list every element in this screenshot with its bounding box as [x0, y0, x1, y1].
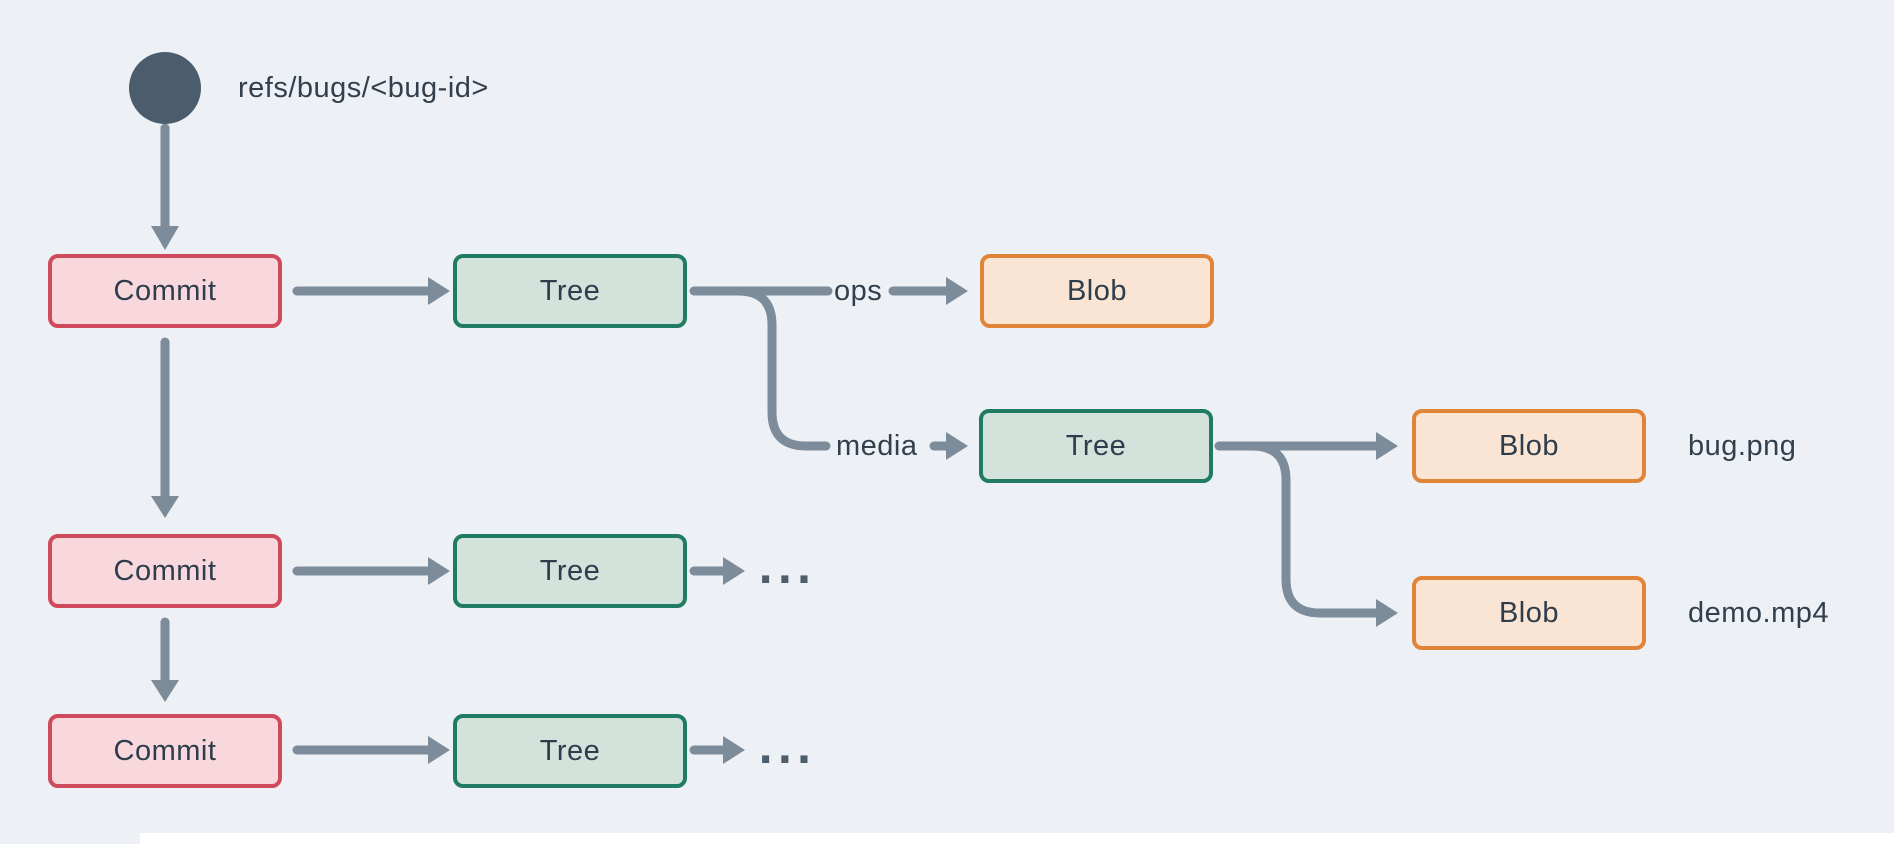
arrowhead-ref-to-commit1: [151, 226, 179, 250]
arrowhead-commit1-to-commit2: [151, 496, 179, 518]
arrowhead-tree2-to-dots: [723, 557, 745, 585]
blob-node-demo: Blob: [1412, 576, 1646, 650]
arrowhead-treemedia-to-demoblob: [1376, 599, 1398, 627]
tree-node-3: Tree: [453, 714, 687, 788]
arrowhead-commit3-to-tree3: [428, 736, 450, 764]
blob-node-bug: Blob: [1412, 409, 1646, 483]
ellipsis-after-tree2: ...: [758, 547, 816, 593]
arrowhead-commit1-to-tree1: [428, 277, 450, 305]
tree-node-media: Tree: [979, 409, 1213, 483]
arrowhead-treemedia-to-bugblob: [1376, 432, 1398, 460]
blob-node-ops: Blob: [980, 254, 1214, 328]
ref-label: refs/bugs/<bug-id>: [238, 72, 489, 104]
arrowhead-media-to-tree: [946, 432, 968, 460]
arrowhead-ops-to-blob: [946, 277, 968, 305]
file-label-demo-mp4: demo.mp4: [1688, 597, 1830, 629]
tree-node-1: Tree: [453, 254, 687, 328]
ref-circle: [129, 52, 201, 124]
arrowhead-tree3-to-dots: [723, 736, 745, 764]
edge-label-ops: ops: [834, 275, 883, 307]
commit-node-2: Commit: [48, 534, 282, 608]
commit-node-3: Commit: [48, 714, 282, 788]
ellipsis-after-tree3: ...: [758, 727, 816, 773]
branch-tree1-to-media: [733, 286, 831, 451]
file-label-bug-png: bug.png: [1688, 430, 1797, 462]
arrowhead-commit2-to-commit3: [151, 680, 179, 702]
commit-node-1: Commit: [48, 254, 282, 328]
arrowhead-commit2-to-tree2: [428, 557, 450, 585]
edge-label-media: media: [836, 430, 918, 462]
branch-treemedia-to-demoblob: [1247, 441, 1381, 618]
bottom-strip: [140, 833, 1894, 844]
tree-node-2: Tree: [453, 534, 687, 608]
